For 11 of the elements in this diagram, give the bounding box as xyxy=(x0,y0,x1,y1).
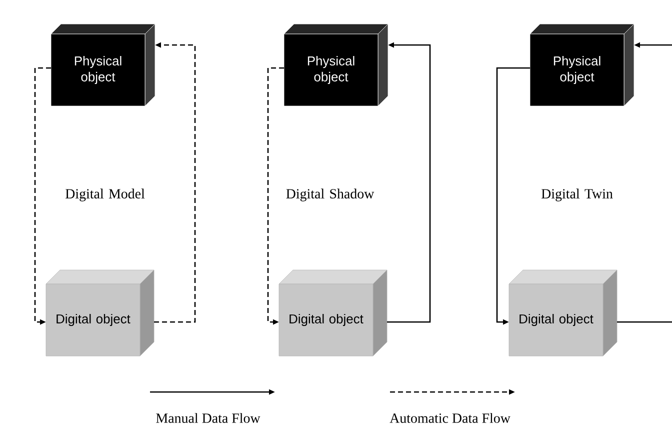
column-title: Digital Model xyxy=(66,188,145,202)
legend-label: Automatic Data Flow xyxy=(390,413,510,423)
column-title: Digital Shadow xyxy=(286,188,374,202)
cube: Physical object xyxy=(530,24,634,106)
cube: Digital object xyxy=(278,270,388,356)
cube: Digital object xyxy=(508,270,618,356)
legend-label: Manual Data Flow xyxy=(156,413,260,423)
cube: Physical object xyxy=(284,24,388,106)
cube: Physical object xyxy=(50,24,156,106)
column-title: Digital Twin xyxy=(541,188,613,202)
cube: Digital object xyxy=(46,270,154,356)
